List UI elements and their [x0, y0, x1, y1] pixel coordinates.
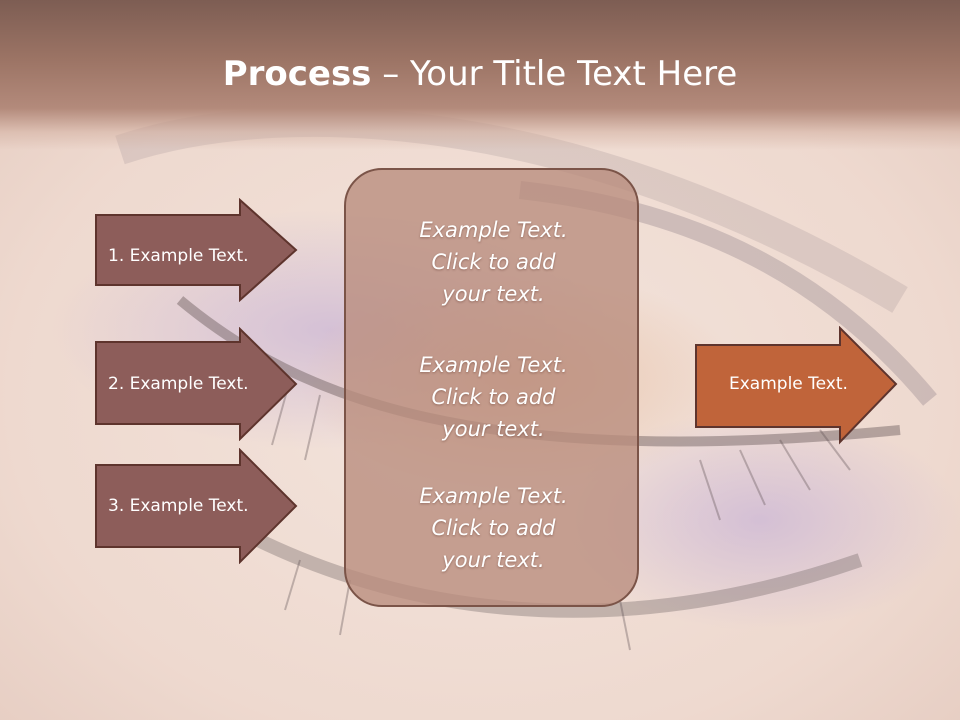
title-rest: – Your Title Text Here	[371, 54, 738, 94]
center-paragraph-2-line-3: your text.	[442, 417, 545, 441]
center-paragraph-1: Example Text. Click to add your text.	[346, 214, 641, 310]
center-paragraph-1-line-2: Click to add	[431, 250, 556, 274]
left-arrow-1-shape[interactable]	[94, 198, 300, 302]
left-arrow-3-shape[interactable]	[94, 448, 300, 564]
center-paragraph-2: Example Text. Click to add your text.	[346, 349, 641, 445]
center-text-box[interactable]: Example Text. Click to add your text. Ex…	[344, 168, 639, 607]
title-bold: Process	[222, 54, 372, 94]
center-paragraph-2-line-2: Click to add	[431, 385, 556, 409]
center-paragraph-1-line-1: Example Text.	[419, 218, 568, 242]
left-arrow-1-label: 1. Example Text.	[108, 246, 249, 266]
slide-title[interactable]: Process – Your Title Text Here	[0, 52, 960, 96]
right-arrow-shape[interactable]	[694, 326, 900, 446]
title-band	[0, 0, 960, 150]
left-arrow-2-label: 2. Example Text.	[108, 374, 249, 394]
center-paragraph-1-line-3: your text.	[442, 282, 545, 306]
center-paragraph-3-line-1: Example Text.	[419, 484, 568, 508]
left-arrow-2-shape[interactable]	[94, 327, 300, 441]
left-arrow-3-label: 3. Example Text.	[108, 496, 249, 516]
center-paragraph-3: Example Text. Click to add your text.	[346, 480, 641, 576]
center-paragraph-2-line-1: Example Text.	[419, 353, 568, 377]
right-arrow-label: Example Text.	[729, 374, 848, 394]
center-paragraph-3-line-2: Click to add	[431, 516, 556, 540]
center-paragraph-3-line-3: your text.	[442, 548, 545, 572]
